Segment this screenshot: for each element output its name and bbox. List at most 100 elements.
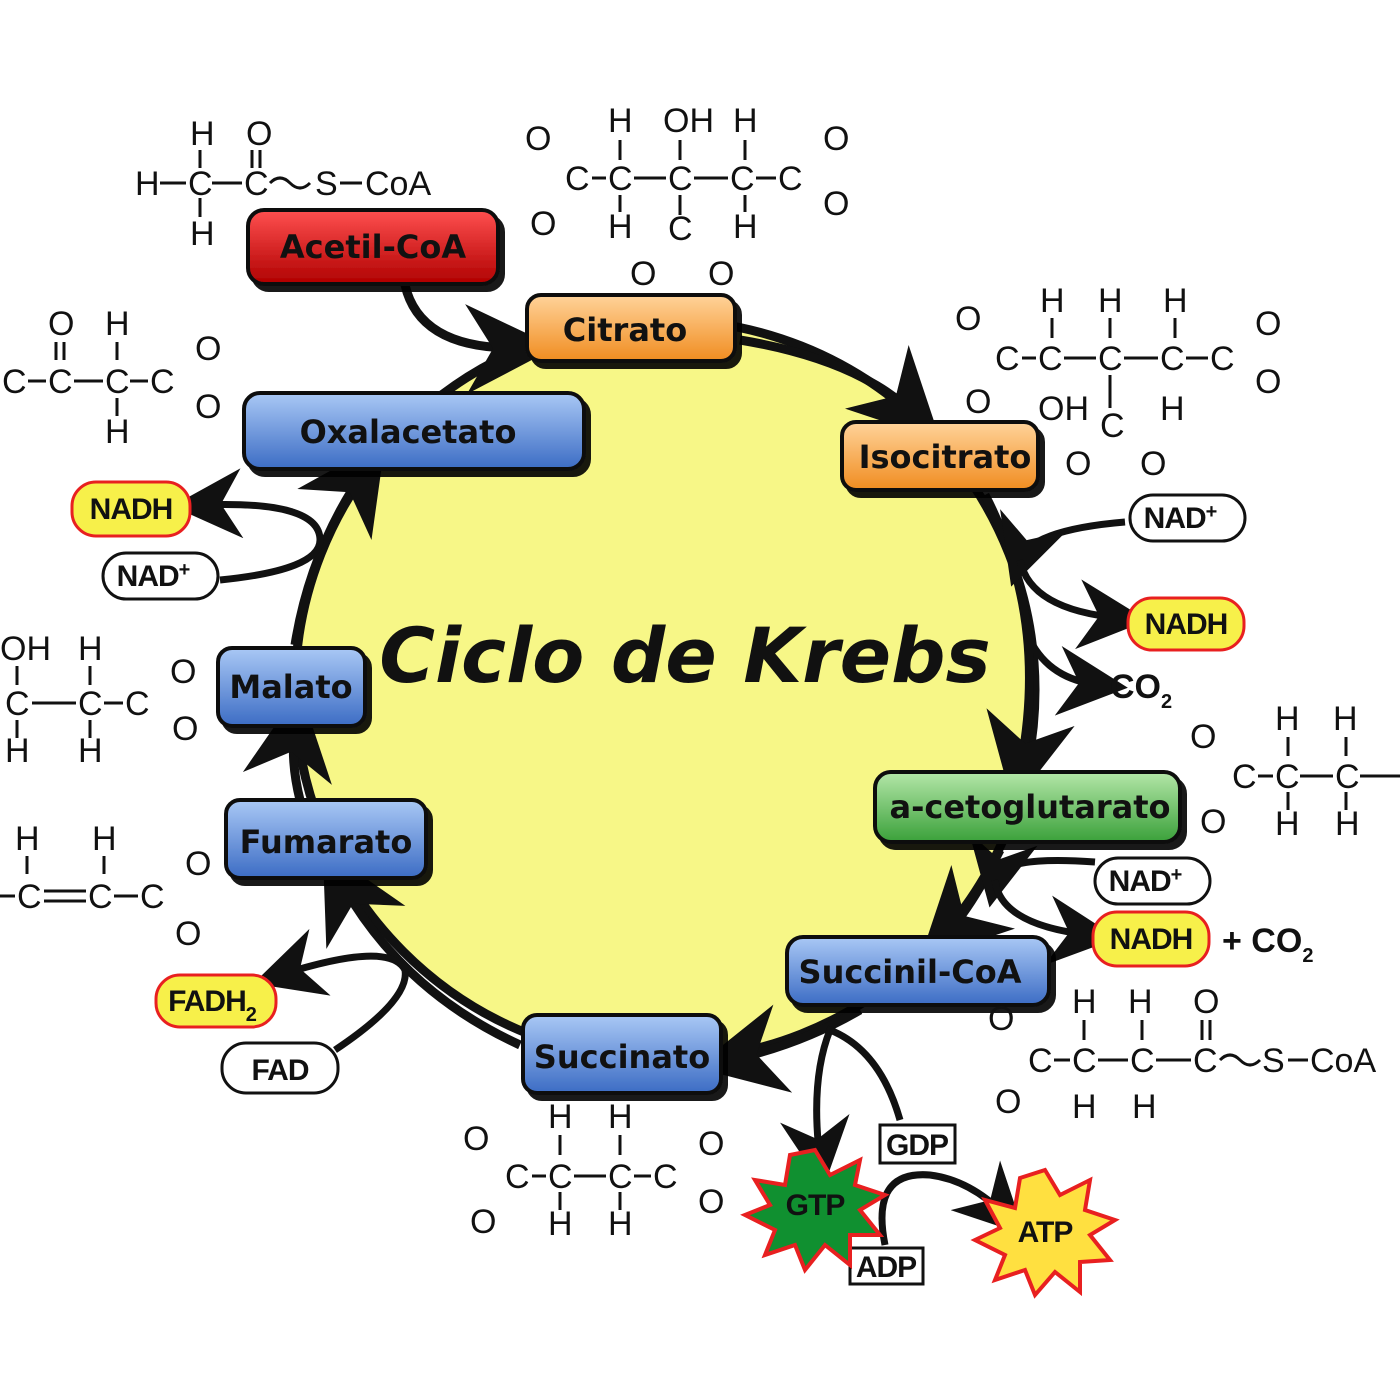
svg-text:O: O [1255, 363, 1281, 401]
co2-text-1: CO [1110, 668, 1161, 706]
atp-text: ATP [1018, 1216, 1073, 1249]
label-acetil-coa: Acetil-CoA [280, 228, 466, 266]
svg-text:C: C [1130, 1042, 1155, 1080]
svg-text:H: H [5, 732, 30, 770]
svg-text:O: O [175, 915, 201, 953]
svg-text:H: H [1040, 282, 1065, 320]
structure-fumarato: H H O C C C O [0, 820, 211, 953]
svg-text:C: C [17, 878, 42, 916]
svg-text:C: C [505, 1158, 530, 1196]
structure-succinato: H H O O C C C C O H H O [463, 1098, 724, 1243]
svg-text:O: O [172, 710, 198, 748]
label-citrato: Citrato [563, 311, 687, 349]
nadh-text-1: NADH [1145, 608, 1228, 641]
arrow-nad-isocitrato [1000, 509, 1126, 587]
svg-text:O: O [630, 255, 656, 293]
svg-text:O: O [195, 388, 221, 426]
svg-text:O: O [525, 120, 551, 158]
svg-text:H: H [608, 1205, 633, 1243]
svg-text:O: O [185, 845, 211, 883]
structure-isocitrato: H H H O O C C C C C O OH H O C O O [955, 282, 1281, 483]
arrow-fumarato-malato [242, 689, 332, 802]
svg-text:O: O [170, 653, 196, 691]
arrow-fad-succinato [253, 928, 409, 1053]
box-fumarato: Fumarato [224, 798, 428, 880]
svg-text:C: C [1193, 1042, 1218, 1080]
nadh-text-3: NADH [90, 493, 173, 526]
nad-plus-sign-1: + [1206, 501, 1217, 523]
arrow-nad-cetoglutarato [969, 831, 1096, 908]
svg-text:H: H [190, 215, 215, 253]
svg-text:H: H [608, 102, 633, 140]
svg-text:H: H [1163, 282, 1188, 320]
label-malato: Malato [229, 668, 352, 706]
svg-text:FADH2: FADH2 [168, 985, 257, 1026]
svg-text:OH: OH [1038, 390, 1089, 428]
arrow-gdp-succinil [780, 1025, 904, 1188]
arrow-citrato-isocitrato [739, 335, 941, 441]
box-succinato: Succinato [521, 1013, 723, 1095]
svg-text:C: C [125, 685, 150, 723]
arrow-nad-malato [172, 468, 324, 584]
svg-text:H: H [15, 820, 40, 858]
svg-text:H: H [78, 630, 103, 668]
svg-text:O: O [246, 115, 272, 153]
svg-text:C: C [608, 1158, 633, 1196]
nad-plus-sign-3: + [179, 559, 190, 581]
fadh2-sub: 2 [246, 1004, 257, 1026]
svg-text:C: C [1210, 340, 1235, 378]
arrow-to-nadh-2 [991, 879, 1118, 966]
svg-text:S: S [315, 165, 338, 203]
svg-text:O: O [1200, 803, 1226, 841]
nad-text-3: NAD [117, 560, 179, 593]
svg-text:C: C [1335, 758, 1360, 796]
box-oxalacetato: Oxalacetato [242, 391, 586, 471]
svg-text:H: H [608, 208, 633, 246]
label-a-cetoglutarato: a-cetoglutarato [889, 788, 1170, 826]
arrow-isocitrato-cetoglutarato [981, 492, 1075, 806]
cofactor-adp: ADP [848, 1246, 925, 1286]
svg-text:CO2: CO2 [1110, 668, 1172, 713]
svg-text:H: H [1128, 983, 1153, 1021]
svg-text:H: H [190, 115, 215, 153]
svg-text:S: S [1262, 1042, 1285, 1080]
svg-text:OH: OH [0, 630, 51, 668]
product-co2-isocitrato: CO2 [1110, 668, 1172, 713]
arrow-to-nadh-1 [1016, 559, 1148, 650]
svg-text:C: C [88, 878, 113, 916]
svg-text:O: O [1065, 445, 1091, 483]
side-arrows [172, 468, 1148, 1246]
svg-text:C: C [778, 160, 803, 198]
cofactor-nadh-isocitrato: NADH [1126, 596, 1246, 652]
svg-text:H: H [548, 1098, 573, 1136]
svg-text:O: O [463, 1120, 489, 1158]
structure-citrato: O H OH H O C C C C C O H C H O O O [525, 102, 849, 293]
diagram-title: Ciclo de Krebs [379, 611, 991, 700]
svg-text:NAD+: NAD+ [1109, 864, 1182, 898]
box-isocitrato: Isocitrato [840, 420, 1040, 492]
nad-plus-sign-2: + [1171, 864, 1182, 886]
gtp-burst: GTP [740, 1147, 890, 1274]
svg-text:O: O [988, 1000, 1014, 1038]
svg-text:C: C [608, 160, 633, 198]
arrow-acetilcoa-citrato [400, 283, 556, 395]
cofactor-nad-plus-cetoglutarato: NAD+ [1093, 856, 1212, 906]
svg-text:C: C [1275, 758, 1300, 796]
svg-text:H: H [1333, 700, 1358, 738]
svg-text:C: C [48, 363, 73, 401]
svg-text:C: C [140, 878, 165, 916]
svg-text:O: O [698, 1183, 724, 1221]
svg-text:C: C [244, 165, 269, 203]
svg-text:O: O [823, 120, 849, 158]
svg-text:NAD+: NAD+ [117, 559, 190, 593]
label-oxalacetato: Oxalacetato [300, 413, 517, 451]
svg-text:H: H [1072, 983, 1097, 1021]
svg-text:H: H [92, 820, 117, 858]
svg-text:C: C [565, 160, 590, 198]
nadh-text-2: NADH [1110, 923, 1193, 956]
svg-text:+ CO2: + CO2 [1222, 922, 1313, 967]
svg-text:C: C [548, 1158, 573, 1196]
svg-text:O: O [1255, 305, 1281, 343]
cofactor-fadh2: FADH2 [154, 973, 278, 1029]
